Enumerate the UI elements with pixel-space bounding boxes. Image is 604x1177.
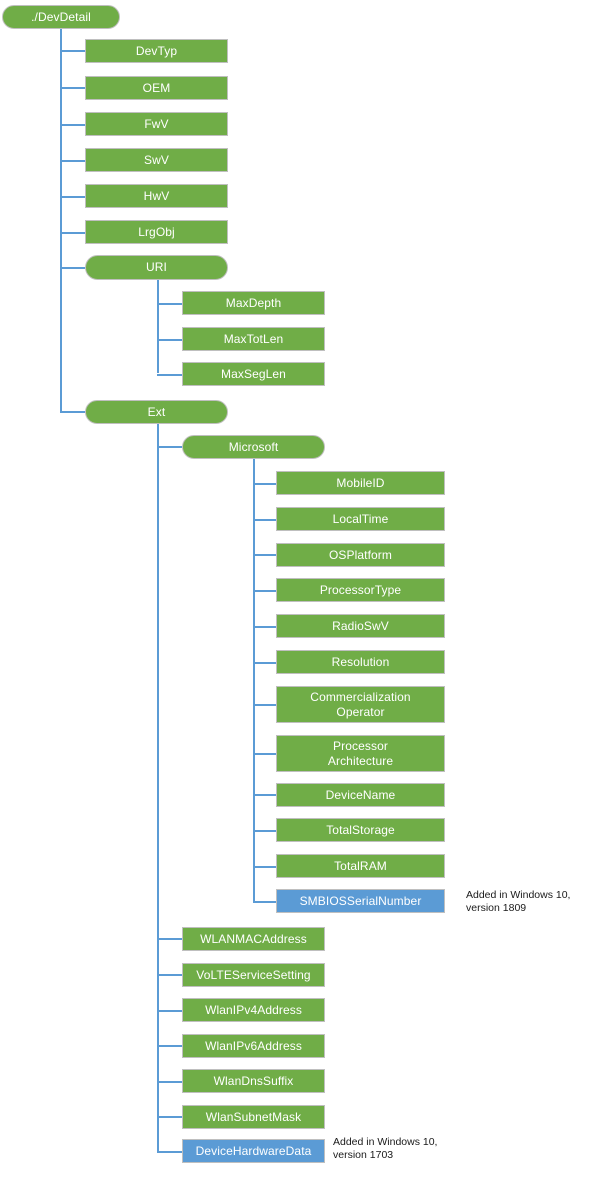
connector-microsoft-totalstorage <box>253 830 276 832</box>
node-wlandnssuffix[interactable]: WlanDnsSuffix <box>182 1069 325 1093</box>
node-oem[interactable]: OEM <box>85 76 228 100</box>
connector-microsoft-totalram <box>253 866 276 868</box>
node-totalstorage[interactable]: TotalStorage <box>276 818 445 842</box>
connector-root-ext <box>60 411 85 413</box>
connector-root-spine <box>60 29 62 412</box>
connector-ext-wlanmacaddress <box>157 938 182 940</box>
node-wlansubnetmask[interactable]: WlanSubnetMask <box>182 1105 325 1129</box>
node-commercializationoperator[interactable]: Commercialization Operator <box>276 686 445 723</box>
node-radioswv[interactable]: RadioSwV <box>276 614 445 638</box>
node-processorarchitecture[interactable]: Processor Architecture <box>276 735 445 772</box>
node-devicename[interactable]: DeviceName <box>276 783 445 807</box>
connector-microsoft-spine <box>253 459 255 901</box>
connector-microsoft-devicename <box>253 794 276 796</box>
connector-ext-microsoft <box>157 446 182 448</box>
connector-root-hwv <box>60 196 85 198</box>
connector-ext-wlanipv6address <box>157 1045 182 1047</box>
connector-microsoft-osplatform <box>253 554 276 556</box>
connector-ext-wlanipv4address <box>157 1010 182 1012</box>
connector-microsoft-processortype <box>253 590 276 592</box>
node-root-devdetail[interactable]: ./DevDetail <box>2 5 120 29</box>
connector-ext-wlansubnetmask <box>157 1116 182 1118</box>
node-osplatform[interactable]: OSPlatform <box>276 543 445 567</box>
connector-microsoft-smbiosserialnumber <box>253 901 276 903</box>
node-fwv[interactable]: FwV <box>85 112 228 136</box>
node-wlanipv4address[interactable]: WlanIPv4Address <box>182 998 325 1022</box>
connector-ext-wlandnssuffix <box>157 1081 182 1083</box>
node-ext[interactable]: Ext <box>85 400 228 424</box>
connector-root-lrgobj <box>60 232 85 234</box>
node-voltservicesetting[interactable]: VoLTEServiceSetting <box>182 963 325 987</box>
connector-uri-maxseglen <box>157 374 182 376</box>
node-resolution[interactable]: Resolution <box>276 650 445 674</box>
node-totalram[interactable]: TotalRAM <box>276 854 445 878</box>
annotation-devicehardwaredata: Added in Windows 10, version 1703 <box>333 1136 438 1161</box>
connector-microsoft-processorarchitecture <box>253 753 276 755</box>
node-hwv[interactable]: HwV <box>85 184 228 208</box>
node-processortype[interactable]: ProcessorType <box>276 578 445 602</box>
node-maxtotlen[interactable]: MaxTotLen <box>182 327 325 351</box>
connector-ext-voltservicesetting <box>157 974 182 976</box>
connector-root-devtyp <box>60 50 85 52</box>
connector-microsoft-commercializationoperator <box>253 704 276 706</box>
connector-microsoft-localtime <box>253 519 276 521</box>
node-maxdepth[interactable]: MaxDepth <box>182 291 325 315</box>
node-swv[interactable]: SwV <box>85 148 228 172</box>
node-wlanmacaddress[interactable]: WLANMACAddress <box>182 927 325 951</box>
connector-uri-maxdepth <box>157 303 182 305</box>
connector-uri-spine <box>157 280 159 373</box>
connector-microsoft-mobileid <box>253 483 276 485</box>
connector-microsoft-resolution <box>253 662 276 664</box>
node-localtime[interactable]: LocalTime <box>276 507 445 531</box>
node-smbiosserialnumber[interactable]: SMBIOSSerialNumber <box>276 889 445 913</box>
connector-root-fwv <box>60 124 85 126</box>
connector-ext-spine <box>157 424 159 1151</box>
node-lrgobj[interactable]: LrgObj <box>85 220 228 244</box>
connector-uri-maxtotlen <box>157 339 182 341</box>
connector-microsoft-radioswv <box>253 626 276 628</box>
node-uri[interactable]: URI <box>85 255 228 280</box>
connector-ext-devicehardwaredata <box>157 1151 182 1153</box>
connector-root-uri <box>60 267 85 269</box>
node-microsoft[interactable]: Microsoft <box>182 435 325 459</box>
node-maxseglen[interactable]: MaxSegLen <box>182 362 325 386</box>
annotation-smbiosserialnumber: Added in Windows 10, version 1809 <box>466 889 571 914</box>
node-mobileid[interactable]: MobileID <box>276 471 445 495</box>
node-devicehardwaredata[interactable]: DeviceHardwareData <box>182 1139 325 1163</box>
node-devtyp[interactable]: DevTyp <box>85 39 228 63</box>
connector-root-oem <box>60 87 85 89</box>
connector-root-swv <box>60 160 85 162</box>
node-wlanipv6address[interactable]: WlanIPv6Address <box>182 1034 325 1058</box>
